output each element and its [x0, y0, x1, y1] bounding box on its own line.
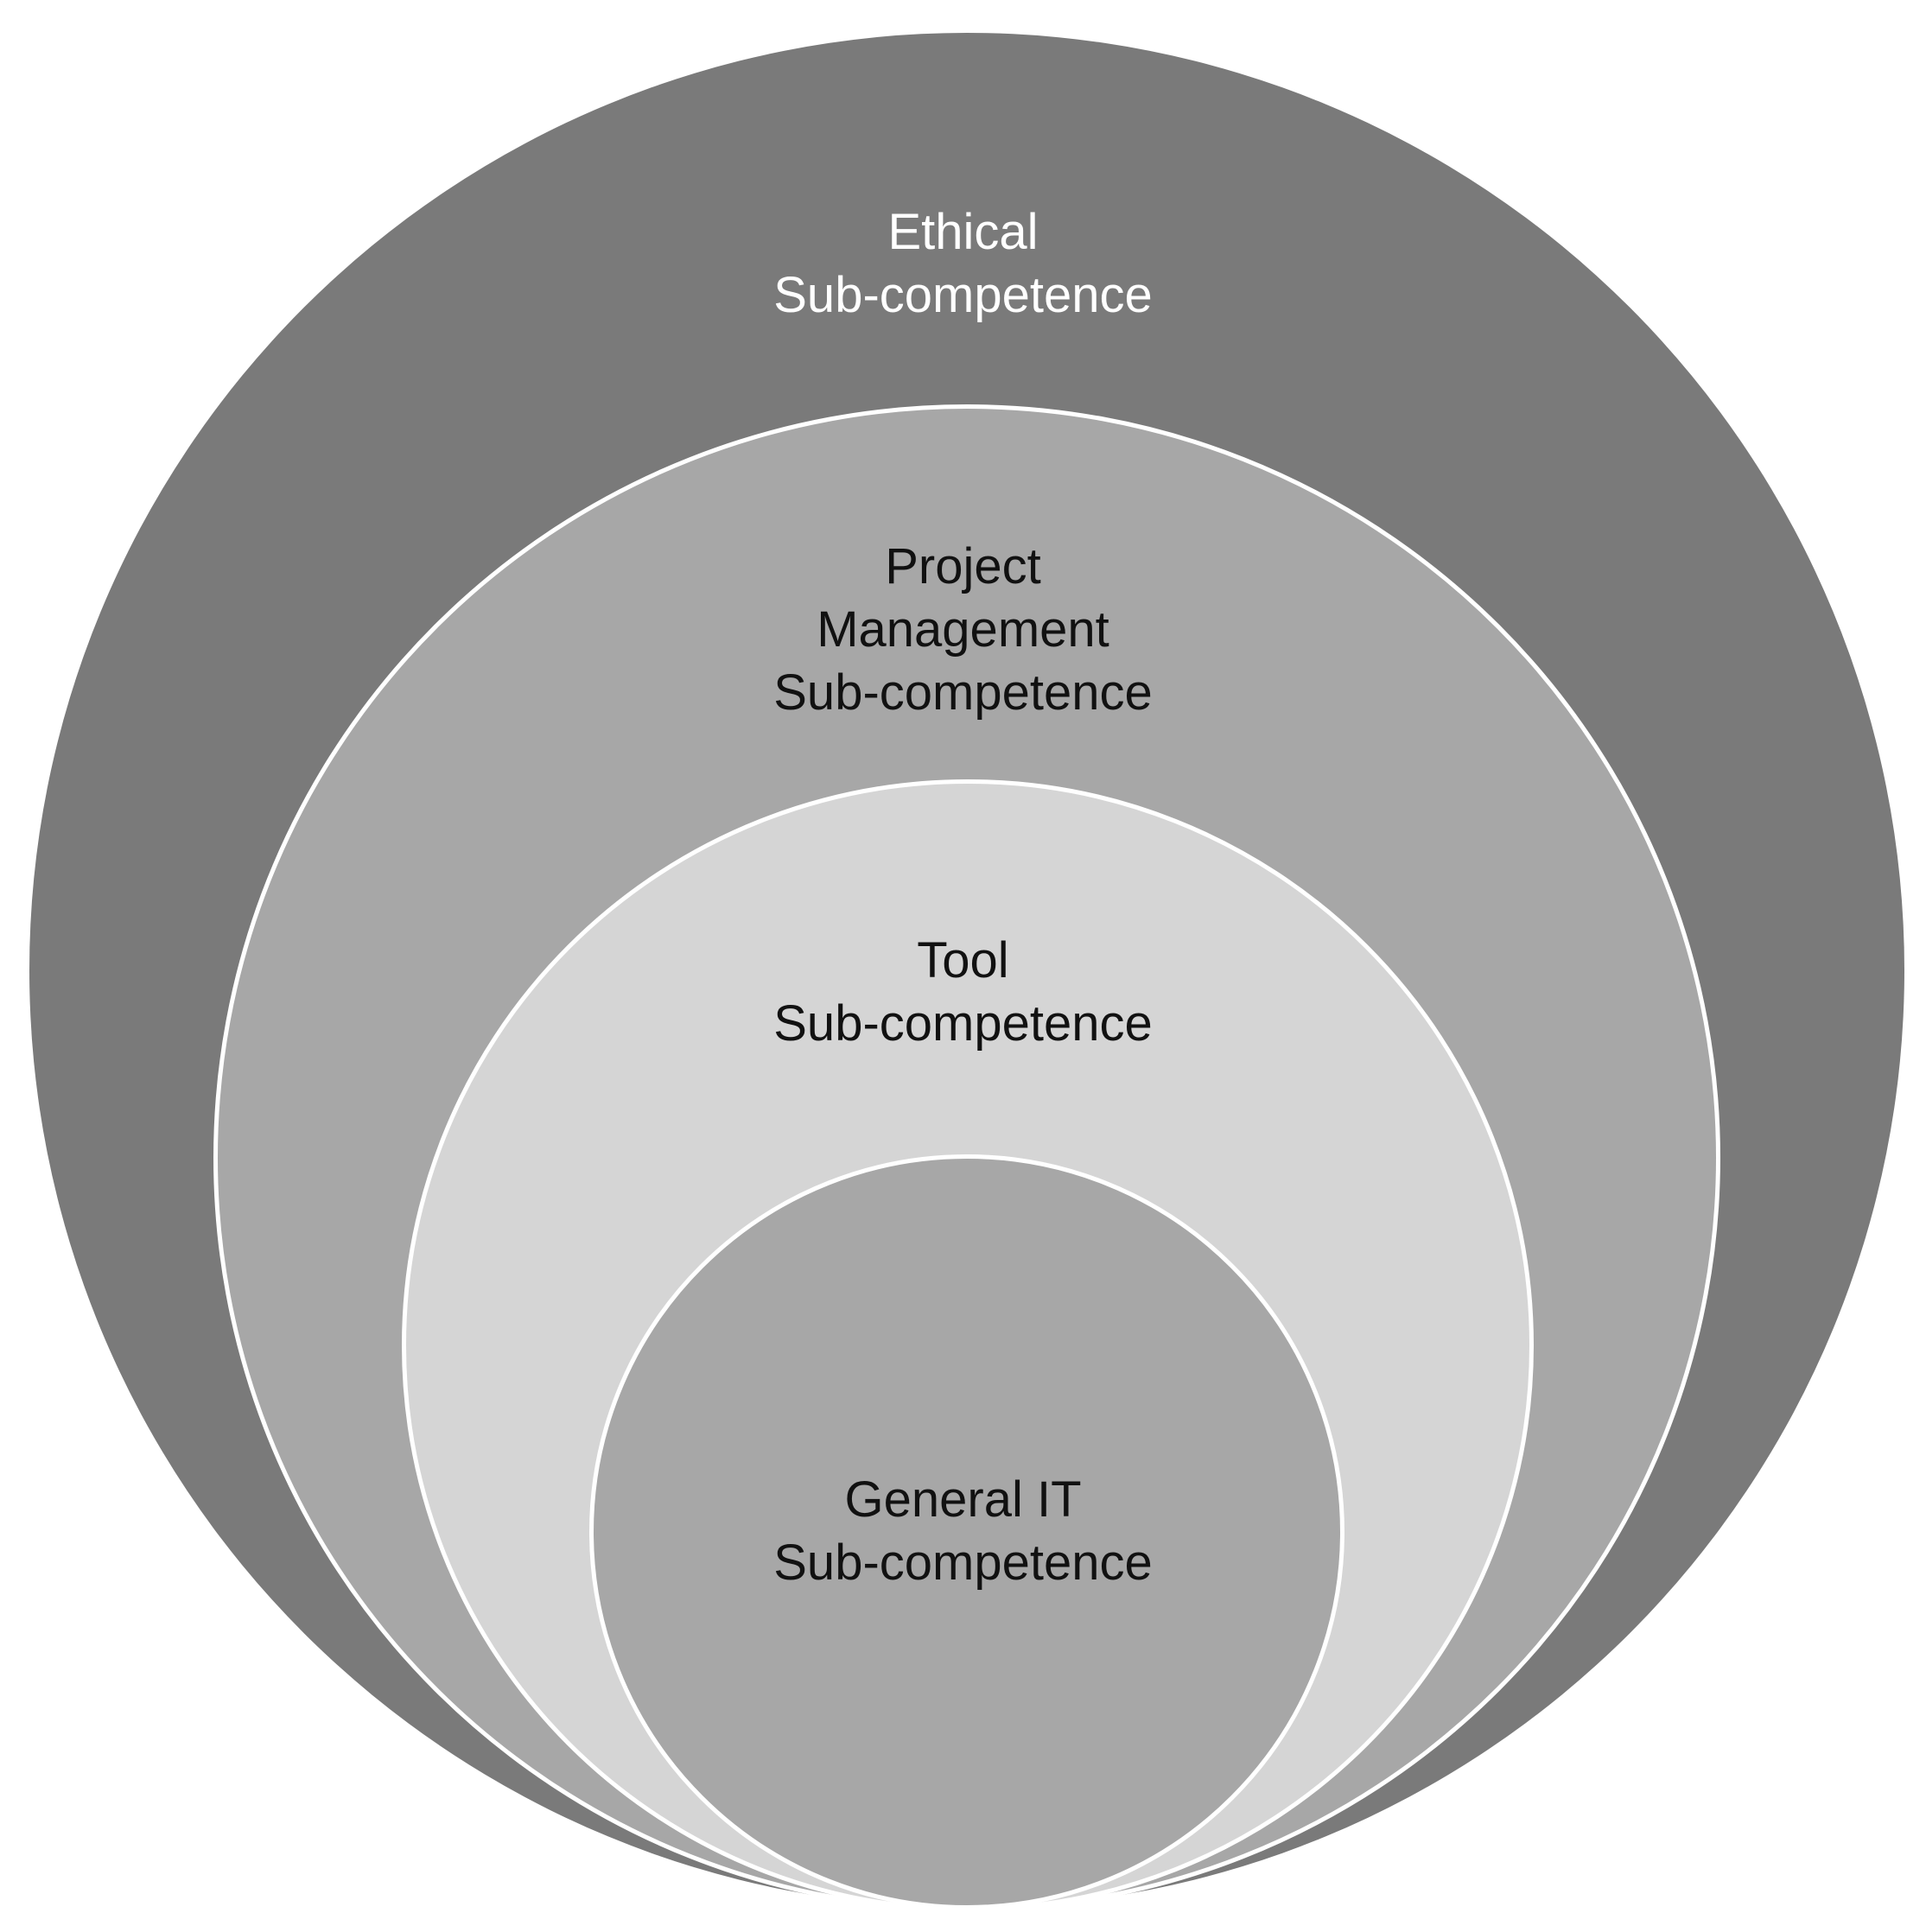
general-it-label-line-2: Sub-competence [773, 1535, 1153, 1591]
ethical-label-line-2: Sub-competence [773, 267, 1153, 323]
tool-label: Tool Sub-competence [0, 929, 1926, 1055]
project-management-label-line-1: Project [885, 538, 1041, 594]
general-it-label: General IT Sub-competence [0, 1468, 1926, 1594]
tool-label-line-1: Tool [917, 932, 1009, 988]
ethical-label-line-1: Ethical [887, 204, 1039, 260]
general-it-label-line-1: General IT [844, 1471, 1082, 1528]
project-management-label-line-3: Sub-competence [773, 664, 1153, 721]
project-management-label: Project Management Sub-competence [0, 535, 1926, 724]
ethical-label: Ethical Sub-competence [0, 200, 1926, 327]
tool-label-line-2: Sub-competence [773, 995, 1153, 1052]
general-it-circle [589, 1154, 1344, 1910]
project-management-label-line-2: Management [817, 601, 1109, 658]
